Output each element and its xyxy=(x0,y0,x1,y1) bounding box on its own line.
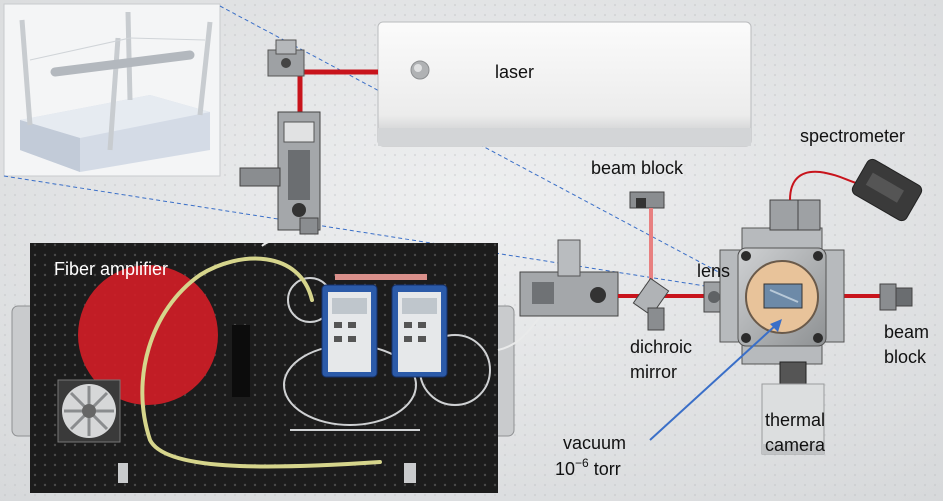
label-laser: laser xyxy=(495,62,534,82)
label-vacuum-line1: vacuum xyxy=(563,433,626,453)
cooling-fan-icon xyxy=(57,379,121,443)
amplifier-controller-2 xyxy=(391,284,448,378)
label-fiber-amplifier: Fiber amplifier xyxy=(54,259,168,279)
vacuum-pointer xyxy=(649,319,782,441)
label-lens: lens xyxy=(697,261,730,281)
label-beam-block-right-line2: block xyxy=(884,347,927,367)
red-fan-disk xyxy=(78,265,218,405)
vacuum-chamber xyxy=(719,199,845,365)
label-vacuum-unit: torr xyxy=(594,459,621,479)
label-vacuum-base: 10 xyxy=(555,459,575,479)
fiber-cable xyxy=(140,256,382,469)
beam-block-top xyxy=(629,191,665,209)
label-dichroic-line2: mirror xyxy=(630,362,677,382)
zoom-lines xyxy=(3,5,757,295)
amplifier-controller-1 xyxy=(321,284,378,378)
label-spectrometer: spectrometer xyxy=(800,126,905,146)
label-thermal-line2: camera xyxy=(765,435,826,455)
steering-mirror-top xyxy=(267,39,305,77)
lens xyxy=(703,281,725,313)
label-vacuum-exp: −6 xyxy=(575,456,589,470)
inset-render xyxy=(3,3,221,177)
label-dichroic-line1: dichroic xyxy=(630,337,692,357)
beam-block-right xyxy=(879,283,913,311)
fiber-amplifier-board xyxy=(11,243,515,493)
thermal-camera-device xyxy=(761,361,825,455)
label-thermal-line1: thermal xyxy=(765,410,825,430)
laser-unit xyxy=(377,21,752,147)
translation-stage xyxy=(239,111,321,235)
dichroic-mirror xyxy=(632,277,670,331)
collimator-stage xyxy=(519,239,619,317)
label-vacuum-pressure: 10−6 torr xyxy=(555,456,621,479)
label-beam-block-top: beam block xyxy=(591,158,684,178)
spectrometer-device xyxy=(789,158,923,222)
label-beam-block-right-line1: beam xyxy=(884,322,929,342)
